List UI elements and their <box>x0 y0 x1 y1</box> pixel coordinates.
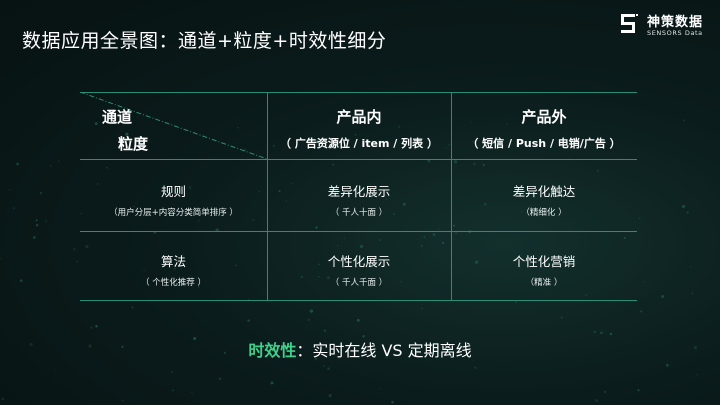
background-dot <box>50 165 52 167</box>
background-dot <box>0 257 2 260</box>
background-dot <box>593 330 596 333</box>
background-dot <box>356 318 360 322</box>
logo-name-en: SENSORS Data <box>647 29 703 37</box>
corner-diagonal-line <box>80 92 267 159</box>
row-header-label: 规则 <box>160 184 186 199</box>
background-dot <box>76 260 79 263</box>
cell-main: 差异化触达 <box>512 184 576 199</box>
timeliness-text: 实时在线 VS 定期离线 <box>312 341 472 360</box>
cell-main: 差异化展示 <box>327 184 391 199</box>
brand-logo: 神策数据 SENSORS Data <box>619 8 711 40</box>
background-dot <box>681 204 686 209</box>
sensors-logo-icon <box>621 14 638 33</box>
background-dot <box>328 394 332 398</box>
background-dot <box>603 390 607 393</box>
row-header-label: 算法 <box>160 254 186 269</box>
background-dot <box>90 326 94 330</box>
background-dot <box>640 310 643 313</box>
table-divider-col-1 <box>267 92 268 301</box>
cell-sub: （精细化 ） <box>521 208 567 218</box>
background-dot <box>32 236 36 239</box>
background-dot <box>665 363 669 367</box>
background-dot <box>327 367 330 370</box>
timeliness-label: 时效性 <box>248 341 297 360</box>
background-dot <box>1 397 4 401</box>
background-dot <box>307 318 311 322</box>
column-header-sub: （ 短信 / Push / 电销/广告 ） <box>467 137 621 150</box>
background-dot <box>191 391 193 394</box>
background-dot <box>391 400 394 404</box>
timeliness-caption: 时效性：实时在线 VS 定期离线 <box>0 337 720 361</box>
cell-main: 个性化营销 <box>512 254 576 269</box>
row-header-rules: 规则 （用户分层+内容分类简单排序 ） <box>80 181 267 218</box>
column-header-in-product: 产品内 （ 广告资源位 / item / 列表 ） <box>267 106 451 151</box>
corner-label-granularity: 粒度 <box>118 135 149 153</box>
background-dot <box>58 160 60 162</box>
cell-main: 个性化展示 <box>327 254 391 269</box>
column-header-sub: （ 广告资源位 / item / 列表 ） <box>280 137 438 150</box>
background-dot <box>324 329 326 332</box>
table-cell: 个性化营销 （精准 ） <box>451 251 637 288</box>
background-dot <box>16 162 19 166</box>
table-border-top <box>80 92 637 93</box>
column-header-label: 产品外 <box>521 108 567 126</box>
column-header-label: 产品内 <box>336 108 382 126</box>
background-dot <box>637 389 640 392</box>
background-dot <box>690 265 692 268</box>
background-dot <box>170 370 173 374</box>
background-dot <box>19 279 23 283</box>
background-dot <box>609 332 613 336</box>
table-cell: 差异化展示 （ 千人十面 ） <box>267 181 451 218</box>
background-dot <box>474 366 477 369</box>
background-dot <box>95 325 98 328</box>
table-cell: 个性化展示 （ 千人千面 ） <box>267 251 451 288</box>
row-header-algorithm: 算法 （ 个性化推荐 ） <box>80 251 267 288</box>
background-dot <box>683 119 685 122</box>
background-dot <box>39 192 43 195</box>
background-dot <box>686 211 689 214</box>
row-header-sub: （ 个性化推荐 ） <box>141 278 206 288</box>
cell-sub: （ 千人千面 ） <box>330 278 388 288</box>
background-dot <box>270 381 274 385</box>
cell-sub: （精准 ） <box>525 278 563 288</box>
background-dot <box>35 219 38 222</box>
cell-sub: （ 千人十面 ） <box>330 208 388 218</box>
background-dot <box>638 217 641 220</box>
background-dot <box>643 281 645 283</box>
background-dot <box>172 389 174 392</box>
background-dot <box>72 247 76 251</box>
background-dot <box>661 295 665 298</box>
background-dot <box>421 307 424 310</box>
background-dot <box>560 316 563 319</box>
background-dot <box>379 388 381 390</box>
table-divider-col-2 <box>451 92 452 301</box>
background-dot <box>600 331 603 335</box>
table-divider-row <box>80 231 637 232</box>
matrix-table: 产品内 （ 广告资源位 / item / 列表 ） 产品外 （ 短信 / Pus… <box>80 92 637 301</box>
background-dot <box>595 399 599 403</box>
background-dot <box>36 224 39 227</box>
table-cell: 差异化触达 （精细化 ） <box>451 181 637 218</box>
table-border-bottom <box>80 300 637 301</box>
background-dot <box>54 370 57 372</box>
timeliness-colon: ： <box>296 341 313 360</box>
background-dot <box>309 309 314 313</box>
background-dot <box>696 373 698 376</box>
column-header-out-product: 产品外 （ 短信 / Push / 电销/广告 ） <box>451 106 637 151</box>
background-dot <box>322 365 325 368</box>
background-dot <box>691 292 694 295</box>
background-dot <box>45 220 47 223</box>
background-dot <box>131 306 134 309</box>
background-dot <box>247 319 250 322</box>
corner-label-channel: 通道 <box>102 108 133 126</box>
background-dot <box>515 301 518 304</box>
table-divider-header <box>80 159 637 160</box>
background-dot <box>218 377 222 380</box>
logo-name-cn: 神策数据 <box>647 15 704 30</box>
row-header-sub: （用户分层+内容分类简单排序 ） <box>109 208 238 218</box>
background-dot <box>8 189 11 191</box>
background-dot <box>121 399 124 402</box>
page-title: 数据应用全景图：通道+粒度+时效性细分 <box>22 30 387 52</box>
background-dot <box>12 207 16 210</box>
